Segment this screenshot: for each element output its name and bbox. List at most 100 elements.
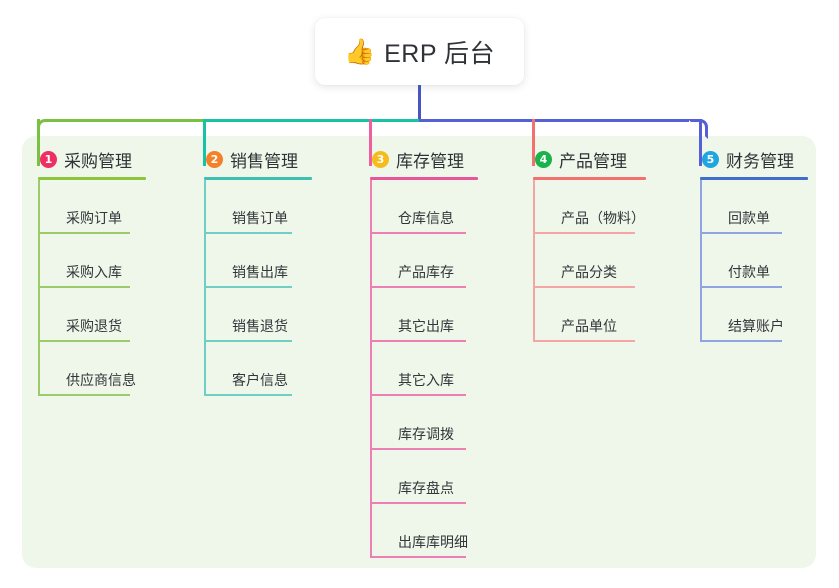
column-number-badge: 4 xyxy=(535,150,552,168)
content-panel xyxy=(22,136,816,568)
leaf-item-label: 采购入库 xyxy=(66,264,122,280)
leaf-item-label: 供应商信息 xyxy=(66,372,136,388)
leaf-item-rule xyxy=(370,394,466,396)
leaf-item-rule xyxy=(204,232,292,234)
column-items: 采购订单采购入库采购退货供应商信息 xyxy=(38,180,146,396)
leaf-item-label: 仓库信息 xyxy=(398,210,454,226)
column-drop-connector-1 xyxy=(37,119,40,166)
leaf-item-label: 其它出库 xyxy=(398,318,454,334)
column-spine xyxy=(38,180,40,396)
column-drop-connector-3 xyxy=(369,119,372,166)
leaf-item[interactable]: 产品（物料） xyxy=(533,180,646,234)
leaf-item-rule xyxy=(370,340,466,342)
leaf-item-label: 结算账户 xyxy=(728,318,784,334)
column-title: 产品管理 xyxy=(559,151,627,171)
leaf-item[interactable]: 客户信息 xyxy=(204,342,312,396)
column-items: 产品（物料） 产品分类产品单位 xyxy=(533,180,646,342)
leaf-item-rule xyxy=(370,556,466,558)
column-items: 回款单付款单结算账户 xyxy=(700,180,808,342)
column-header-4[interactable]: 4 产品管理 xyxy=(533,146,646,172)
leaf-item-label: 产品分类 xyxy=(561,264,617,280)
column-title: 销售管理 xyxy=(230,151,298,171)
column-2: 2 销售管理销售订单销售出库销售退货客户信息 xyxy=(204,146,312,396)
leaf-item[interactable]: 产品单位 xyxy=(533,288,646,342)
leaf-item-rule xyxy=(38,394,130,396)
column-header-1[interactable]: 1 采购管理 xyxy=(38,146,146,172)
leaf-item-label: 产品库存 xyxy=(398,264,454,280)
leaf-item-label: 客户信息 xyxy=(232,372,288,388)
leaf-item[interactable]: 销售订单 xyxy=(204,180,312,234)
column-number-badge: 3 xyxy=(372,150,389,168)
leaf-item-rule xyxy=(370,502,466,504)
bus-segment-green xyxy=(50,119,204,122)
leaf-item-rule xyxy=(533,286,635,288)
leaf-item-rule xyxy=(204,340,292,342)
thumbs-up-icon: 👍 xyxy=(343,37,376,66)
leaf-item[interactable]: 采购退货 xyxy=(38,288,146,342)
column-rule xyxy=(38,177,146,180)
leaf-item-rule xyxy=(533,340,635,342)
column-1: 1 采购管理采购订单采购入库采购退货供应商信息 xyxy=(38,146,146,396)
leaf-item-rule xyxy=(204,394,292,396)
column-header-5[interactable]: 5 财务管理 xyxy=(700,146,808,172)
leaf-item[interactable]: 库存盘点 xyxy=(370,450,478,504)
column-number-badge: 5 xyxy=(702,150,719,168)
leaf-item[interactable]: 付款单 xyxy=(700,234,808,288)
leaf-item-label: 其它入库 xyxy=(398,372,454,388)
column-drop-connector-4 xyxy=(532,119,535,166)
column-items: 销售订单销售出库销售退货客户信息 xyxy=(204,180,312,396)
column-header-2[interactable]: 2 销售管理 xyxy=(204,146,312,172)
leaf-item[interactable]: 采购订单 xyxy=(38,180,146,234)
leaf-item-label: 采购订单 xyxy=(66,210,122,226)
leaf-item[interactable]: 仓库信息 xyxy=(370,180,478,234)
column-number-badge: 1 xyxy=(40,150,57,168)
column-spine xyxy=(370,180,372,558)
leaf-item-label: 销售退货 xyxy=(232,318,288,334)
leaf-item[interactable]: 库存调拨 xyxy=(370,396,478,450)
column-title: 库存管理 xyxy=(396,151,464,171)
leaf-item[interactable]: 出库库明细 xyxy=(370,504,478,558)
leaf-item[interactable]: 结算账户 xyxy=(700,288,808,342)
leaf-item-label: 销售订单 xyxy=(232,210,288,226)
bus-segment-blue xyxy=(419,119,689,122)
leaf-item-label: 出库库明细 xyxy=(398,534,468,550)
leaf-item[interactable]: 销售退货 xyxy=(204,288,312,342)
leaf-item[interactable]: 其它出库 xyxy=(370,288,478,342)
leaf-item-label: 库存盘点 xyxy=(398,480,454,496)
leaf-item-rule xyxy=(370,448,466,450)
column-4: 4 产品管理产品（物料） 产品分类产品单位 xyxy=(533,146,646,342)
leaf-item-rule xyxy=(700,340,782,342)
leaf-item[interactable]: 采购入库 xyxy=(38,234,146,288)
leaf-item-rule xyxy=(700,232,782,234)
column-rule xyxy=(204,177,312,180)
column-header-3[interactable]: 3 库存管理 xyxy=(370,146,478,172)
leaf-item-rule xyxy=(204,286,292,288)
leaf-item[interactable]: 回款单 xyxy=(700,180,808,234)
column-drop-connector-2 xyxy=(203,119,206,166)
column-spine xyxy=(700,180,702,342)
leaf-item-label: 产品（物料） xyxy=(561,210,645,226)
root-node-title: ERP 后台 xyxy=(384,39,496,68)
root-stem-connector xyxy=(418,85,421,122)
column-number-badge: 2 xyxy=(206,150,223,168)
leaf-item[interactable]: 其它入库 xyxy=(370,342,478,396)
column-title: 财务管理 xyxy=(726,151,794,171)
bus-segment-teal xyxy=(204,119,419,122)
leaf-item-rule xyxy=(370,286,466,288)
root-node[interactable]: 👍 ERP 后台 xyxy=(315,18,524,85)
column-spine xyxy=(533,180,535,342)
leaf-item[interactable]: 供应商信息 xyxy=(38,342,146,396)
column-title: 采购管理 xyxy=(64,151,132,171)
leaf-item-label: 产品单位 xyxy=(561,318,617,334)
leaf-item[interactable]: 产品分类 xyxy=(533,234,646,288)
leaf-item[interactable]: 产品库存 xyxy=(370,234,478,288)
leaf-item-rule xyxy=(370,232,466,234)
column-rule xyxy=(370,177,478,180)
leaf-item-label: 回款单 xyxy=(728,210,770,226)
column-rule xyxy=(533,177,646,180)
column-rule xyxy=(700,177,808,180)
leaf-item[interactable]: 销售出库 xyxy=(204,234,312,288)
leaf-item-rule xyxy=(38,232,130,234)
leaf-item-label: 付款单 xyxy=(728,264,770,280)
